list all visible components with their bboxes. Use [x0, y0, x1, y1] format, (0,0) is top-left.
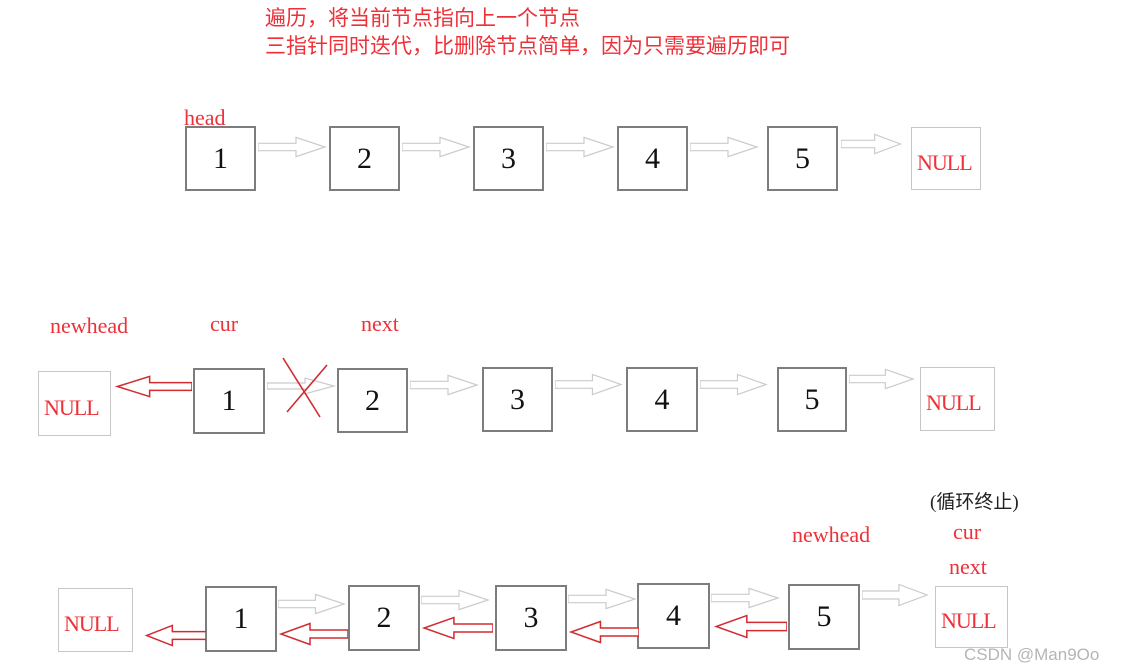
- next-pointer-label: next: [949, 554, 987, 579]
- cross-out-icon: [282, 357, 328, 418]
- node-box-4: 4: [637, 583, 710, 649]
- null-terminator-box: NULL: [58, 588, 133, 652]
- reversed-pointer-arrow-icon: [421, 616, 493, 640]
- next-pointer-arrow-icon: [421, 589, 491, 611]
- next-pointer-arrow-icon: [410, 374, 480, 396]
- node-box-2: 2: [348, 585, 420, 651]
- node-box-3: 3: [482, 367, 553, 432]
- null-newhead-box: NULL: [38, 371, 111, 436]
- next-pointer-arrow-icon: [258, 136, 328, 158]
- loop-end-label: (循环终止): [930, 492, 1019, 513]
- node-box-1: 1: [193, 368, 265, 434]
- newhead-pointer-label: newhead: [50, 313, 129, 338]
- annotation-line-1: 遍历，将当前节点指向上一个节点: [265, 6, 580, 30]
- next-pointer-arrow-icon: [700, 373, 769, 396]
- next-pointer-arrow-icon: [568, 588, 638, 610]
- null-terminator-box: NULL: [935, 586, 1008, 648]
- next-pointer-label: next: [361, 311, 399, 336]
- reversed-pointer-arrow-icon: [114, 375, 192, 398]
- next-pointer-arrow-icon: [278, 593, 347, 615]
- node-box-4: 4: [617, 126, 688, 191]
- node-box-2: 2: [337, 368, 408, 433]
- cur-pointer-label: cur: [953, 519, 982, 544]
- next-pointer-arrow-icon: [711, 587, 781, 609]
- cur-pointer-label: cur: [210, 311, 239, 336]
- reversed-pointer-arrow-icon: [278, 622, 348, 646]
- next-pointer-arrow-icon: [555, 373, 624, 396]
- next-pointer-arrow-icon: [546, 136, 616, 158]
- null-terminator-box: NULL: [920, 367, 995, 431]
- next-pointer-arrow-icon: [402, 136, 472, 158]
- node-box-1: 1: [185, 126, 256, 191]
- reversed-pointer-arrow-icon: [713, 614, 787, 639]
- next-pointer-arrow-icon: [849, 368, 916, 390]
- node-box-2: 2: [329, 126, 400, 191]
- annotation-line-2: 三指针同时迭代，比删除节点简单，因为只需要遍历即可: [265, 34, 790, 58]
- node-box-3: 3: [495, 585, 567, 651]
- node-box-3: 3: [473, 126, 544, 191]
- reversed-pointer-arrow-icon: [144, 624, 206, 647]
- null-terminator-box: NULL: [911, 127, 981, 190]
- newhead-pointer-label: newhead: [792, 522, 871, 547]
- node-box-1: 1: [205, 586, 277, 652]
- next-pointer-arrow-icon: [841, 133, 903, 155]
- csdn-watermark: CSDN @Man9Oo: [964, 645, 1100, 664]
- next-pointer-arrow-icon: [862, 583, 930, 607]
- reversed-pointer-arrow-icon: [568, 620, 639, 644]
- node-box-4: 4: [626, 367, 698, 432]
- node-box-5: 5: [767, 126, 838, 191]
- next-pointer-arrow-icon: [690, 136, 760, 158]
- node-box-5: 5: [788, 584, 860, 650]
- head-pointer-label: head: [184, 105, 226, 130]
- node-box-5: 5: [777, 367, 847, 432]
